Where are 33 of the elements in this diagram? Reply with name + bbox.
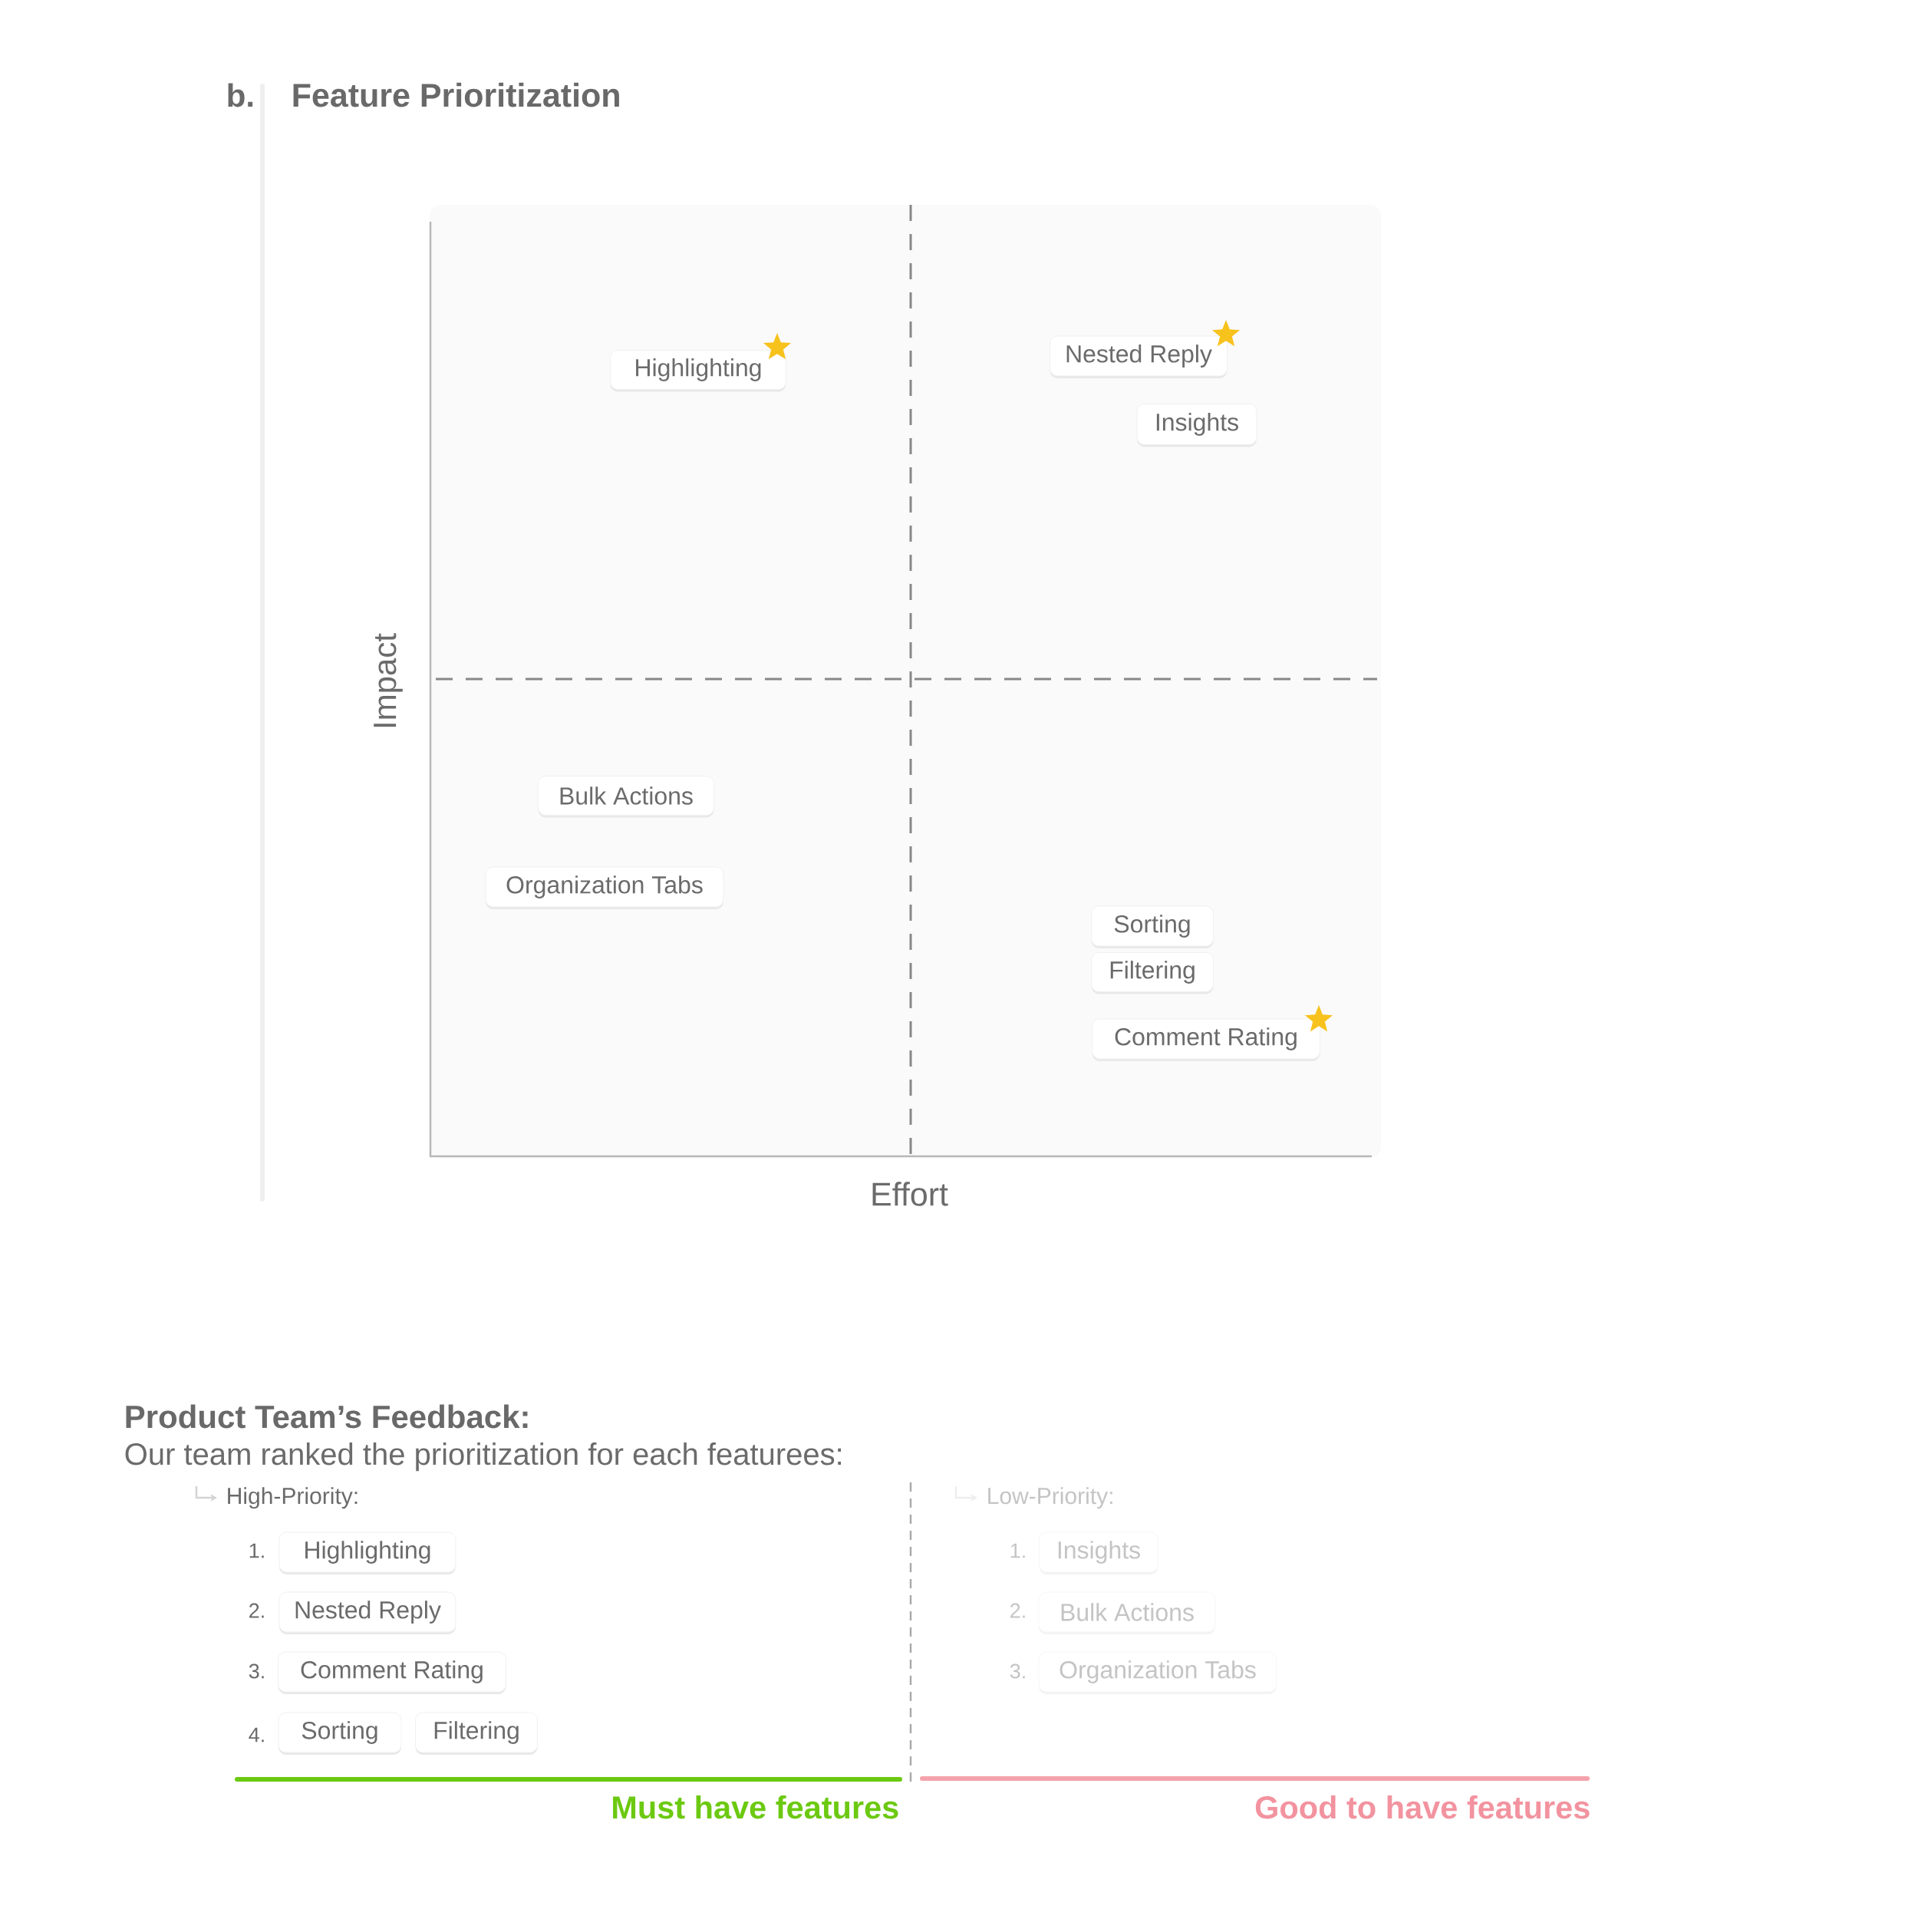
list-number: 3.: [1010, 1663, 1025, 1679]
feature-chip: Highlighting: [278, 1531, 456, 1574]
list-heading: High-Priority:: [228, 1487, 358, 1509]
list-number: 1.: [1010, 1543, 1025, 1558]
section-letter: b.: [228, 83, 253, 107]
feature-chip: Highlighting: [610, 350, 786, 392]
feature-chip: Filtering: [415, 1712, 538, 1756]
list-number: 2.: [249, 1603, 264, 1618]
feature-chip: Filtering: [1091, 952, 1214, 994]
feature-chip: Sorting: [1091, 905, 1214, 948]
feature-chip: Nested Reply: [1050, 335, 1228, 378]
list-number: 1.: [249, 1543, 264, 1558]
section-heading: Product Team’s Feedback:: [126, 1404, 528, 1429]
title: Feature Prioritization: [293, 82, 619, 107]
feature-chip: Organization Tabs: [1038, 1651, 1277, 1695]
axis-label: Impact: [374, 633, 403, 727]
group-label: Must have features: [613, 1795, 898, 1819]
feature-chip: Sorting: [278, 1712, 402, 1756]
group-label: Good to have features: [1255, 1795, 1590, 1819]
feature-chip: Nested Reply: [278, 1591, 456, 1635]
feature-chip: Bulk Actions: [538, 776, 714, 818]
feature-chip: Insights: [1039, 1531, 1158, 1574]
list-number: 2.: [1010, 1603, 1025, 1618]
list-number: 3.: [249, 1663, 264, 1679]
axis-label: Effort: [872, 1182, 948, 1206]
feature-chip: Insights: [1136, 404, 1257, 447]
intro-text: Our team ranked the prioritization for each featurees:: [125, 1442, 842, 1472]
list-number: 4.: [249, 1727, 264, 1742]
feature-chip: Bulk Actions: [1038, 1591, 1216, 1635]
list-heading: Low-Priority:: [988, 1487, 1112, 1509]
feature-chip: Comment Rating: [1092, 1018, 1321, 1061]
feature-chip: Comment Rating: [278, 1651, 506, 1695]
feature-chip: Organization Tabs: [485, 866, 724, 909]
